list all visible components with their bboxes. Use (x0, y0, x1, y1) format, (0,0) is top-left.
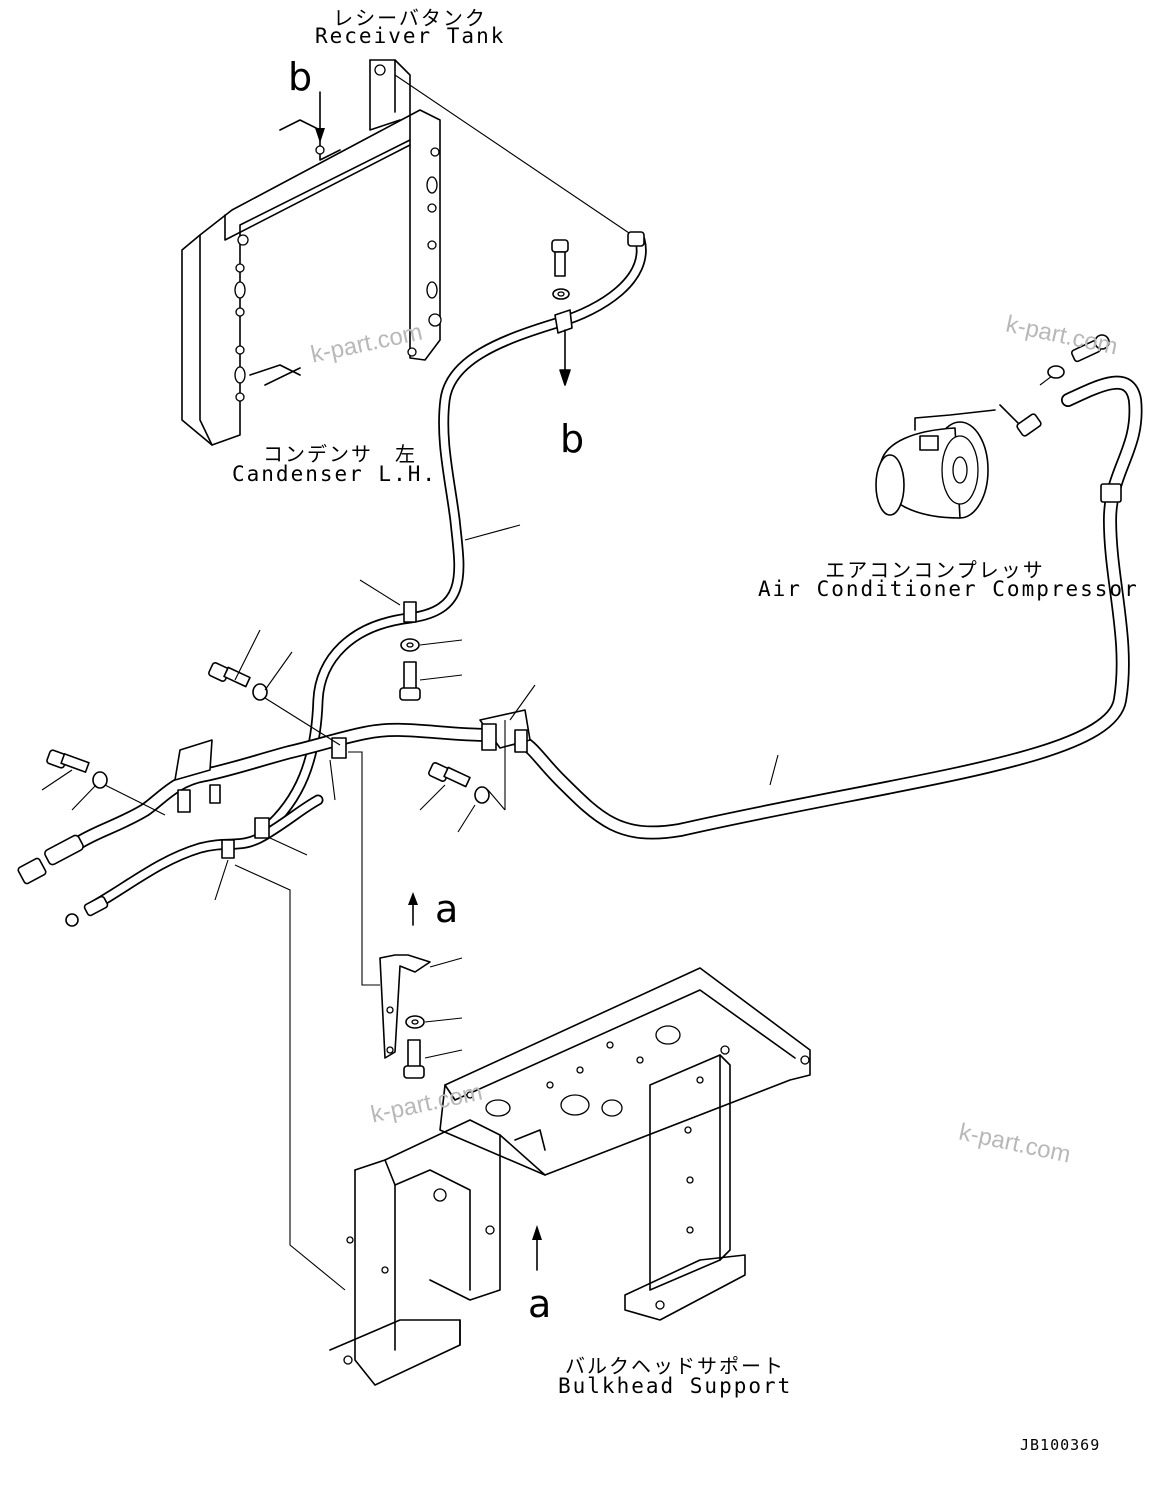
bulkhead-support (329, 967, 811, 1386)
receiver-tank-label-jp: レシーバタンク (333, 6, 487, 30)
center-right-bolt (419, 684, 536, 833)
clamp-right (1100, 483, 1122, 503)
compressor-bolt (1039, 334, 1110, 386)
compressor-hose (73, 375, 1143, 849)
condenser-label-jp: コンデンサ 左 (263, 442, 417, 466)
bolt-top (551, 239, 570, 300)
receiver-tank-leader (394, 74, 633, 236)
drawing-code: JB100369 (1020, 1436, 1101, 1454)
receiver-tank-label-en: Receiver Tank (315, 24, 506, 48)
compressor-label-jp: エアコンコンプレッサ (825, 558, 1045, 582)
bracket-a (379, 892, 463, 1079)
left-hose-fitting-1 (17, 834, 84, 885)
arrow-b-top (315, 91, 325, 143)
ref-b-top: b (288, 55, 313, 99)
ref-a-lower: a (528, 1282, 552, 1326)
center-bolt (359, 579, 463, 701)
left-bolt (208, 629, 341, 801)
ref-a-upper: a (435, 887, 459, 931)
compressor (875, 404, 1042, 519)
clamp-top (554, 309, 573, 386)
bulkhead-label-jp: バルクヘッドサポート (565, 1354, 785, 1378)
condenser-frame (181, 59, 442, 446)
condenser-label-en: Candenser L.H. (232, 462, 438, 486)
arrow-a-lower (532, 1225, 542, 1271)
far-left-bolt (41, 749, 166, 816)
ref-b-lower: b (560, 417, 585, 461)
bulkhead-label-en: Bulkhead Support (558, 1374, 793, 1398)
lower-leaders (214, 751, 380, 1291)
compressor-label-en: Air Conditioner Compressor (758, 577, 1139, 601)
lower-hose (65, 794, 324, 927)
